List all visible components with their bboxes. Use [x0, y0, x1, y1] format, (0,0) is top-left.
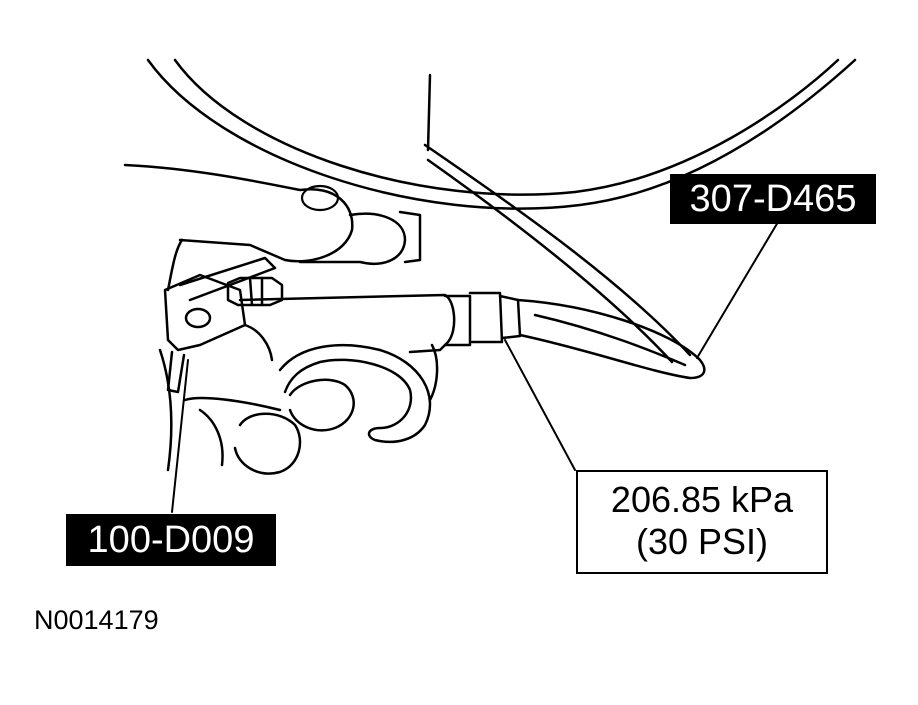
bracket-line — [426, 73, 432, 152]
fingernail — [300, 184, 340, 212]
rubber-tip — [516, 298, 706, 380]
hose-inner-arc — [173, 58, 840, 196]
leader-100-D009 — [171, 359, 189, 513]
wrist-lines — [158, 238, 184, 472]
rod-outer — [423, 143, 692, 357]
hand-knuckle — [298, 212, 407, 265]
fitting-collar-1 — [443, 294, 472, 347]
callout-100-D009: 100-D009 — [66, 514, 276, 566]
pressure-psi: (30 PSI) — [635, 521, 769, 562]
callout-pressure: 206.85 kPa (30 PSI) — [576, 470, 828, 574]
leader-307-D465 — [696, 221, 779, 359]
lever-arm — [178, 256, 277, 302]
lower-finger-2 — [233, 412, 302, 475]
lower-palm — [183, 396, 282, 412]
bracket-block — [398, 210, 422, 264]
lower-finger-3 — [198, 408, 224, 467]
fitting-collar-3 — [498, 294, 522, 340]
gun-body-lower — [243, 323, 274, 362]
callout-307-D465: 307-D465 — [670, 174, 876, 224]
fitting-collar-2 — [468, 291, 504, 344]
rod-inner — [426, 158, 674, 364]
hose-outer-arc — [146, 58, 857, 210]
leader-pressure — [504, 339, 576, 471]
lower-finger-1 — [288, 378, 355, 432]
lever-nozzle-lip — [166, 350, 186, 394]
lever-body — [163, 273, 247, 352]
figure-id: N0014179 — [34, 605, 159, 635]
rubber-tip-highlight — [533, 313, 687, 367]
trigger-guard — [278, 344, 432, 444]
trigger-guard-tip — [428, 343, 439, 402]
pressure-kpa: 206.85 kPa — [610, 479, 794, 520]
hand-finger — [123, 163, 354, 263]
lever-pivot-hole — [184, 307, 212, 329]
